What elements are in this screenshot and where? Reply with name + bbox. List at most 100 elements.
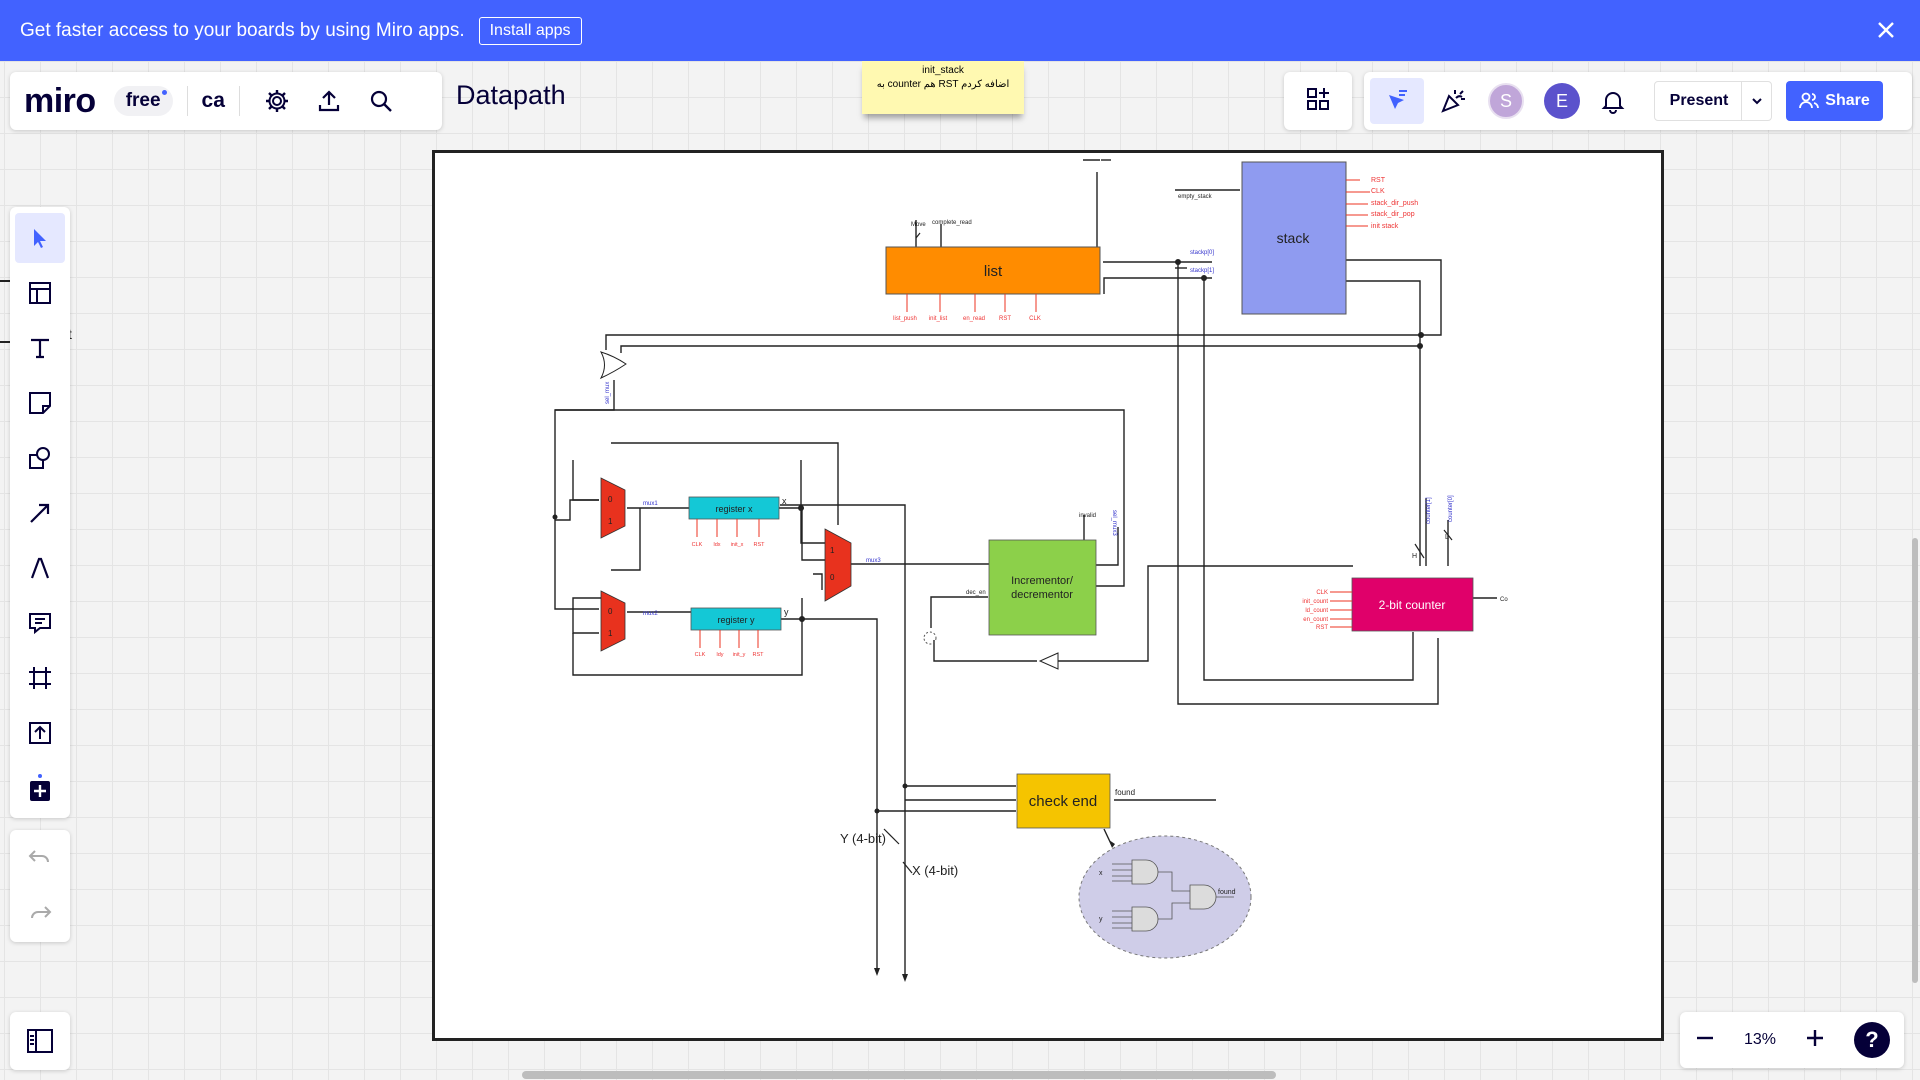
help-button[interactable]: ? <box>1853 1022 1890 1058</box>
chevron-down-icon[interactable] <box>1741 82 1771 120</box>
install-apps-button[interactable]: Install apps <box>478 16 582 45</box>
list-input-push: list_push <box>893 316 917 322</box>
gate-found-label: found <box>1218 889 1236 896</box>
list-complete-read-label: complete_read <box>932 220 972 226</box>
incrementor-decrementor[interactable] <box>988 539 1097 636</box>
undo-icon[interactable] <box>27 845 53 872</box>
frame-tool[interactable] <box>15 653 65 703</box>
board-header-panel: miro free ca <box>10 72 442 130</box>
counter-input-rst: RST <box>1316 625 1328 631</box>
mux2[interactable] <box>600 590 626 652</box>
register-y[interactable] <box>690 607 782 631</box>
celebrate-icon[interactable] <box>1438 86 1468 116</box>
mux1[interactable] <box>600 477 626 539</box>
canvas-edge-line <box>0 280 10 282</box>
list-move-label: Move <box>911 222 926 228</box>
sticky-note-tool[interactable] <box>15 378 65 428</box>
counter-label: 2-bit counter <box>1379 598 1446 612</box>
plan-badge[interactable]: free <box>113 86 173 116</box>
export-upload-icon[interactable] <box>314 86 344 116</box>
empty-stack-label: empty_stack <box>1178 194 1213 200</box>
list-block[interactable] <box>885 246 1101 295</box>
more-apps-plus-icon[interactable] <box>15 763 65 813</box>
found-label: found <box>1115 788 1135 797</box>
plan-label: free <box>125 90 161 111</box>
avatar-e[interactable]: E <box>1544 83 1580 119</box>
select-tool[interactable] <box>15 213 65 263</box>
share-button[interactable]: Share <box>1786 81 1883 121</box>
users-icon <box>1799 92 1820 109</box>
shapes-tool[interactable] <box>15 433 65 483</box>
stack-input-init: init stack <box>1371 223 1399 230</box>
sticky-note-line-2: به counter هم RST اضافه کردم <box>876 79 1010 90</box>
found-logic-bubble <box>1078 835 1252 959</box>
present-button[interactable]: Present <box>1654 81 1772 121</box>
reg-y-ld: ldy <box>716 652 723 658</box>
mux1-bit1: 1 <box>608 517 613 526</box>
check-end-block[interactable] <box>1016 773 1111 829</box>
upload-tool[interactable] <box>15 708 65 758</box>
register-y-label: register y <box>717 615 755 625</box>
search-icon[interactable] <box>366 86 396 116</box>
redo-icon[interactable] <box>27 901 53 928</box>
list-input-rst: RST <box>999 316 1011 322</box>
pen-tool[interactable] <box>15 543 65 593</box>
gate-x-label: x <box>1099 870 1103 877</box>
list-input-init: init_list <box>929 316 948 322</box>
counter0-label: counter[0] <box>1448 495 1454 522</box>
counter-input-ld: ld_count <box>1305 608 1328 614</box>
canvas-edge-line <box>0 341 10 343</box>
counter1-label: counter[1] <box>1426 497 1432 524</box>
zoom-level[interactable]: 13% <box>1743 1031 1777 1048</box>
workspace-name[interactable]: ca <box>201 89 225 112</box>
board-sidebar-toggle[interactable] <box>10 1012 70 1070</box>
stack-input-rst: RST <box>1371 177 1386 184</box>
stackp1-label: stackp[1] <box>1190 268 1214 274</box>
mux2-bit1: 1 <box>608 629 613 638</box>
node-marker <box>923 631 937 645</box>
arrow-line-tool[interactable] <box>15 488 65 538</box>
zoom-in-icon[interactable] <box>1804 1027 1826 1054</box>
buffer-triangle <box>1038 652 1059 670</box>
apps-panel <box>1284 72 1352 130</box>
sticky-note-line-1: init_stack <box>922 65 964 76</box>
xor-gate <box>599 351 627 380</box>
settings-gear-icon[interactable] <box>262 86 292 116</box>
banner-text: Get faster access to your boards by usin… <box>20 19 465 41</box>
reg-x-ld: ldx <box>713 542 720 548</box>
inc-dec-label-2: decrementor <box>1011 589 1073 601</box>
mux3-label: mux3 <box>866 558 881 564</box>
x-4bit-label: X (4-bit) <box>912 863 958 878</box>
text-tool[interactable] <box>15 323 65 373</box>
l-label: L <box>1445 534 1449 541</box>
miro-logo[interactable]: miro <box>24 81 96 120</box>
board-title[interactable]: Datapath <box>456 80 566 110</box>
notifications-bell-icon[interactable] <box>1598 86 1628 116</box>
sticky-note[interactable]: init_stack به counter هم RST اضافه کردم <box>862 61 1024 114</box>
h-label: H <box>1412 553 1417 560</box>
reg-x-clk: CLK <box>692 542 703 548</box>
avatar-s[interactable]: S <box>1488 83 1524 119</box>
counter-input-init: init_count <box>1302 599 1328 605</box>
vertical-scrollbar[interactable] <box>1912 538 1918 983</box>
mux3-bit1: 1 <box>830 546 835 555</box>
inc-dec-label-1: Incrementor/ <box>1011 575 1074 587</box>
sel-mux3-label: sel_mux3 <box>1111 510 1117 536</box>
templates-tool[interactable] <box>15 268 65 318</box>
close-icon[interactable] <box>1872 16 1900 44</box>
comment-tool[interactable] <box>15 598 65 648</box>
apps-icon[interactable] <box>1304 85 1332 118</box>
mux1-bit0: 0 <box>608 495 613 504</box>
stackp0-label: stackp[0] <box>1190 250 1214 256</box>
counter-input-en: en_count <box>1303 617 1328 623</box>
history-panel <box>10 830 70 942</box>
two-bit-counter[interactable] <box>1351 577 1474 632</box>
horizontal-scrollbar[interactable] <box>522 1071 1276 1079</box>
y-4bit-label: Y (4-bit) <box>840 831 886 846</box>
register-x-label: register x <box>715 504 753 514</box>
register-x[interactable] <box>688 496 780 520</box>
collaboration-tools-button[interactable] <box>1370 78 1424 124</box>
mux3[interactable] <box>824 528 852 602</box>
zoom-out-icon[interactable] <box>1694 1027 1716 1054</box>
stack-block[interactable] <box>1241 161 1347 315</box>
